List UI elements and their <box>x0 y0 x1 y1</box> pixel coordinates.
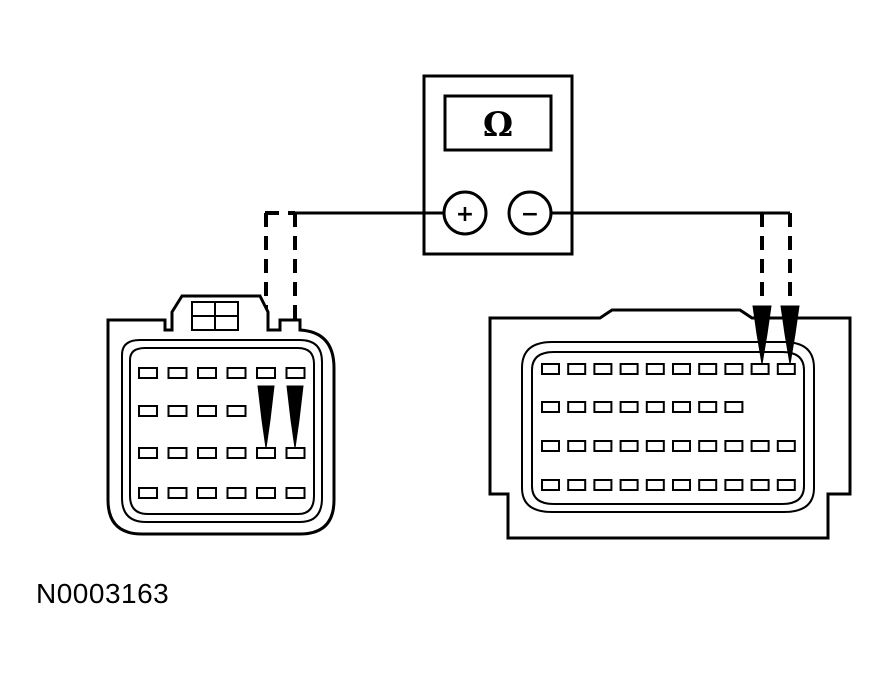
negative-terminal-label: − <box>521 202 539 227</box>
pin-cavity <box>567 401 587 413</box>
pin-cavity <box>672 363 691 375</box>
pin-cavity <box>593 363 613 375</box>
pin-cavity <box>256 487 276 499</box>
left-connector-housing <box>106 294 336 536</box>
pin-cavity <box>593 401 613 413</box>
right-connector-inner-wall-2 <box>531 351 805 505</box>
pin-cavity <box>724 479 744 491</box>
pin-cavity <box>698 479 718 491</box>
pin-cavity <box>138 405 158 417</box>
pin-cavity <box>541 479 560 491</box>
pin-cavity <box>541 440 560 452</box>
pin-cavity <box>619 401 639 413</box>
right-connector-inner-wall <box>521 341 815 513</box>
pin-cavity <box>645 401 665 413</box>
pin-cavity <box>724 363 744 375</box>
pin-cavity <box>197 487 217 499</box>
pin-cavity <box>750 479 770 491</box>
pin-cavity <box>776 479 796 491</box>
pin-cavity <box>724 440 744 452</box>
pin-cavity <box>138 367 158 379</box>
pin-cavity <box>285 487 306 499</box>
pin-cavity <box>197 367 217 379</box>
pin-cavity <box>138 487 158 499</box>
test-leads <box>264 211 792 372</box>
pin-cavity <box>167 447 188 459</box>
pin-cavity <box>197 447 217 459</box>
pin-cavity <box>226 487 247 499</box>
pin-cavity <box>698 440 718 452</box>
pin-cavity <box>285 447 306 459</box>
pin-cavity <box>593 440 613 452</box>
pin-cavity <box>750 363 770 375</box>
pin-cavity <box>724 401 744 413</box>
pin-cavity <box>593 479 613 491</box>
pin-cavity <box>197 405 217 417</box>
positive-terminal-label: + <box>456 202 474 227</box>
left-probe-a <box>257 385 275 449</box>
ohmmeter: Ω + − <box>422 74 574 256</box>
pin-cavity <box>167 367 188 379</box>
right-probe-a <box>752 305 772 365</box>
ohmmeter-display-symbol: Ω <box>483 105 513 145</box>
pin-cavity <box>750 440 770 452</box>
pin-cavity <box>619 440 639 452</box>
left-connector-inner-wall <box>121 339 323 523</box>
pin-cavity <box>619 479 639 491</box>
pin-cavity <box>776 440 796 452</box>
pin-cavity <box>645 363 665 375</box>
left-connector-pins <box>138 367 306 499</box>
pin-cavity <box>698 363 718 375</box>
pin-cavity <box>672 401 691 413</box>
pin-cavity <box>285 367 306 379</box>
pin-cavity <box>672 479 691 491</box>
pin-cavity <box>645 479 665 491</box>
pin-cavity <box>698 401 718 413</box>
pin-cavity <box>672 440 691 452</box>
pin-cavity <box>226 367 247 379</box>
left-probe-b <box>286 385 304 449</box>
pin-cavity <box>167 405 188 417</box>
right-connector <box>488 305 852 540</box>
figure-id-label: N0003163 <box>36 578 170 609</box>
right-connector-pins <box>541 363 796 491</box>
ohmmeter-display <box>443 94 553 152</box>
pin-cavity <box>776 363 796 375</box>
pin-cavity <box>541 363 560 375</box>
pin-cavity <box>541 401 560 413</box>
pin-cavity <box>256 447 276 459</box>
pin-cavity <box>619 363 639 375</box>
pin-cavity <box>226 447 247 459</box>
pin-cavity <box>567 440 587 452</box>
pin-cavity <box>256 367 276 379</box>
pin-cavity <box>567 479 587 491</box>
right-probe-b <box>780 305 800 365</box>
left-connector-inner-wall-2 <box>129 347 315 515</box>
pin-cavity <box>645 440 665 452</box>
pin-cavity <box>138 447 158 459</box>
pin-cavity <box>226 405 247 417</box>
pin-cavity <box>567 363 587 375</box>
left-connector <box>106 294 336 536</box>
pin-cavity <box>167 487 188 499</box>
